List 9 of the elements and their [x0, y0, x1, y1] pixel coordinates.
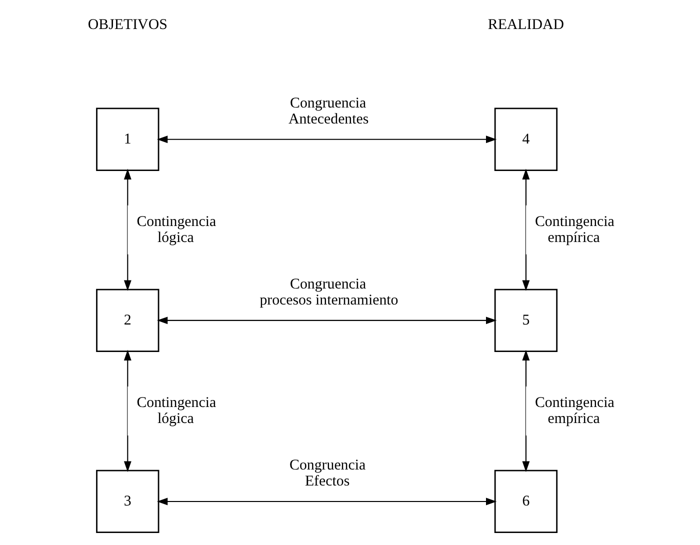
- label: OBJETIVOS: [87, 16, 167, 33]
- edge-label: Contingencia empírica: [534, 394, 614, 427]
- label: REALIDAD: [487, 16, 564, 33]
- edge-label: Contingencia lógica: [136, 214, 216, 246]
- edge-label: Contingencia lógica: [136, 394, 216, 427]
- edge-label: Congruencia procesos internamiento: [259, 276, 398, 309]
- edge-label: Congruencia Efectos: [289, 458, 366, 490]
- edge-label: Congruencia Antecedentes: [288, 96, 368, 128]
- edge-label: Contingencia empírica: [534, 214, 614, 246]
